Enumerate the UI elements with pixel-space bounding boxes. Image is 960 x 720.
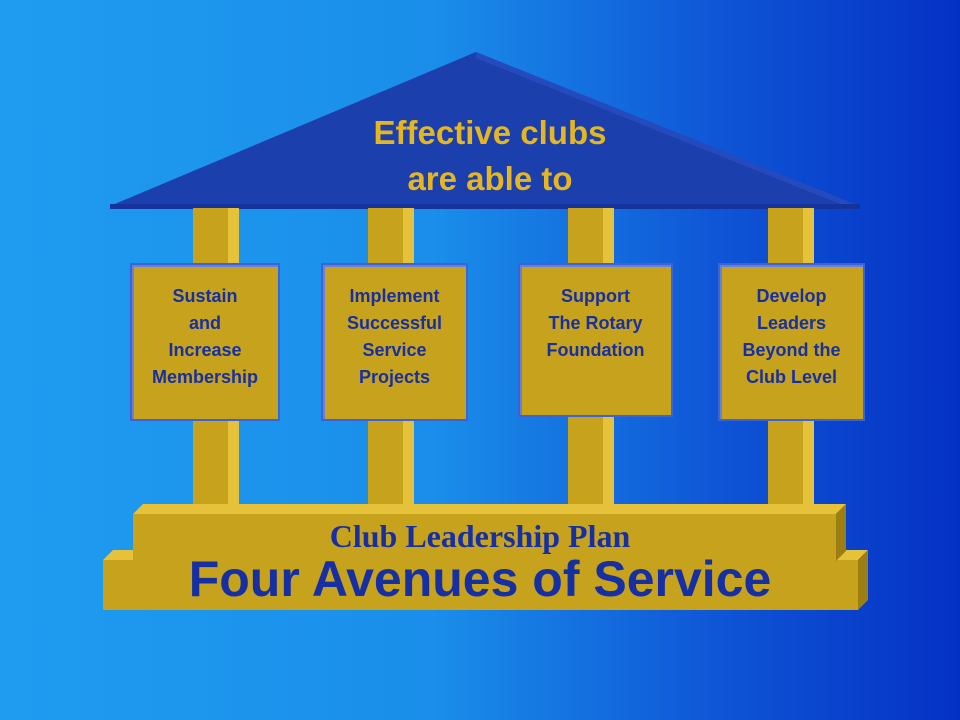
roof-heading: Effective clubs are able to — [330, 110, 650, 202]
pillar-line: Membership — [151, 367, 259, 387]
pillar-line: Club Level — [745, 367, 837, 387]
pillar-line: and — [188, 313, 221, 333]
four-avenues-label: Four Avenues of Service — [188, 551, 772, 607]
pillar-card-text: Develop Leaders Beyond the Club Level — [742, 283, 840, 391]
roof-heading-line-2: are able to — [407, 160, 573, 197]
pillar-card-text: Support The Rotary Foundation — [547, 283, 645, 364]
pillar-line: Leaders — [756, 313, 827, 333]
pillar-line: Develop — [756, 286, 827, 306]
pillar-card-membership: Sustain and Increase Membership — [130, 263, 280, 421]
pillar-card-develop-leaders: Develop Leaders Beyond the Club Level — [718, 263, 865, 421]
pillar-line: Successful — [346, 313, 443, 333]
pillar-line: Increase — [168, 340, 242, 360]
pillar-card-text: Implement Successful Service Projects — [347, 283, 442, 391]
pillar-line: Support — [560, 286, 630, 306]
pillar-line: Sustain — [172, 286, 238, 306]
roof-base — [110, 204, 860, 209]
pillar-card-service-projects: Implement Successful Service Projects — [321, 263, 468, 421]
pillar-line: Beyond the — [742, 340, 841, 360]
pillar-card-rotary-foundation: Support The Rotary Foundation — [518, 263, 673, 417]
roof-heading-line-1: Effective clubs — [373, 114, 607, 151]
upper-band — [133, 504, 846, 561]
roof-edge — [476, 52, 860, 208]
roof-shape — [110, 52, 860, 206]
pillar-line: Service — [362, 340, 427, 360]
pillar-line: Foundation — [546, 340, 645, 360]
pillar-line: Implement — [349, 286, 440, 306]
pillar-line: The Rotary — [548, 313, 643, 333]
pillar-line: Projects — [358, 367, 431, 387]
pillar-card-text: Sustain and Increase Membership — [152, 283, 258, 391]
club-leadership-plan-label: Club Leadership Plan — [329, 518, 631, 554]
